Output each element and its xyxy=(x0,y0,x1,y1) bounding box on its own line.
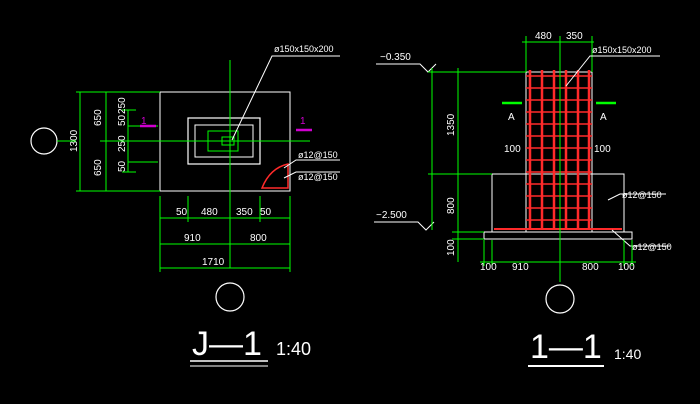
dim-left-50a: 50 xyxy=(117,114,128,126)
side-value-right: 100 xyxy=(594,144,611,155)
top-dim-480: 480 xyxy=(535,31,552,42)
top-dim-350: 350 xyxy=(566,31,583,42)
elev-top-text: −0.350 xyxy=(380,52,411,63)
rebar-cage xyxy=(528,70,591,230)
side-value-left: 100 xyxy=(504,144,521,155)
rebar-note-leader-2 xyxy=(611,229,670,247)
callout-leader xyxy=(231,55,340,141)
elev-bottom-mark xyxy=(374,221,435,231)
dim-left-250b: 250 xyxy=(117,135,128,152)
section-callout-text: ø150x150x200 xyxy=(592,45,652,55)
plan-rebar-text-1: ø12@150 xyxy=(298,150,338,160)
section-mark-label-right: 1 xyxy=(300,116,306,127)
bottom-dim-910: 910 xyxy=(512,262,529,273)
dim-bottom-910: 910 xyxy=(184,233,201,244)
section-axis-bubble xyxy=(545,284,575,314)
section-view: A A 100 100 480 350 ø150x150x200 −0.350 … xyxy=(374,31,672,367)
left-dim-100: 100 xyxy=(446,239,457,256)
base-slab xyxy=(483,231,633,240)
bottom-dim-100-right: 100 xyxy=(618,262,635,273)
dim-bottom-50-left: 50 xyxy=(176,207,188,218)
dim-left-250a: 250 xyxy=(117,97,128,114)
rebar-leader xyxy=(283,159,340,169)
rebar-note-2: ø12@150 xyxy=(632,242,672,252)
section-scale: 1:40 xyxy=(614,346,641,362)
dim-left-50b: 50 xyxy=(117,160,128,172)
section-A-label-left: A xyxy=(508,112,515,123)
stirrups xyxy=(526,75,592,221)
section-A-label-right: A xyxy=(600,112,607,123)
left-dim-1350: 1350 xyxy=(446,113,457,136)
plan-callout-text: ø150x150x200 xyxy=(274,44,334,54)
left-dim-800: 800 xyxy=(446,197,457,214)
dim-left-650-top: 650 xyxy=(93,109,104,126)
elev-bottom-text: −2.500 xyxy=(376,210,407,221)
dim-left-650-bottom: 650 xyxy=(93,159,104,176)
plan-rebar-text-2: ø12@150 xyxy=(298,172,338,182)
dim-bottom-480: 480 xyxy=(201,207,218,218)
section-callout-leader xyxy=(565,55,660,87)
rebar-note-1: ø12@150 xyxy=(622,190,662,200)
bottom-dim-800: 800 xyxy=(582,262,599,273)
dim-bottom-350: 350 xyxy=(236,207,253,218)
plan-scale: 1:40 xyxy=(276,339,311,359)
corner-rebar-detail xyxy=(260,163,289,189)
rebar-leader xyxy=(283,171,340,179)
plan-view: 1 1 ø150x150x200 ø12@150 ø12@150 650 50 … xyxy=(30,44,340,367)
bottom-dim-100-left: 100 xyxy=(480,262,497,273)
axis-bubble-bottom xyxy=(215,282,245,312)
section-title: 1—1 xyxy=(530,328,602,366)
dim-bottom-total: 1710 xyxy=(202,257,225,268)
plan-title: J—1 xyxy=(192,325,262,363)
section-mark-label-left: 1 xyxy=(141,116,147,127)
dim-bottom-800: 800 xyxy=(250,233,267,244)
dim-bottom-50-right: 50 xyxy=(260,207,272,218)
rebar-note-leader-1 xyxy=(607,193,666,201)
